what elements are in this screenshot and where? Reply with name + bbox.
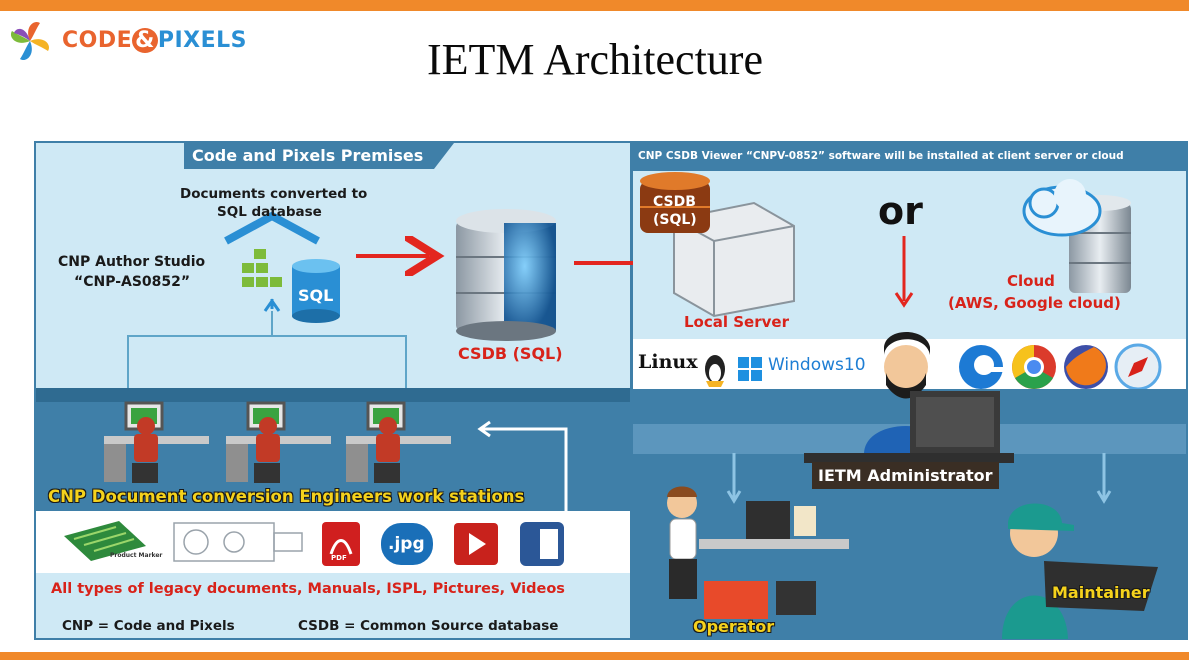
maintainer-label: Maintainer — [1052, 583, 1150, 602]
legend-cnp: CNP = Code and Pixels — [62, 618, 235, 634]
cloud-label-line1: Cloud — [1007, 272, 1055, 290]
page-title: IETM Architecture — [427, 35, 763, 84]
firefox-browser-icon — [1064, 345, 1108, 389]
author-studio-line2: “CNP-AS0852” — [74, 274, 191, 290]
author-studio-line1: CNP Author Studio — [58, 254, 206, 270]
top-accent-bar — [0, 0, 1189, 11]
workstations-label: CNP Document conversion Engineers work s… — [48, 487, 525, 506]
windows-label: Windows10 — [768, 355, 866, 375]
cloud-database-icon — [1022, 179, 1131, 293]
legend-csdb: CSDB = Common Source database — [298, 618, 559, 634]
premises-banner-shape — [184, 143, 454, 169]
server-db-line2: (SQL) — [653, 212, 697, 228]
docs-converted-line2: SQL database — [217, 204, 322, 220]
sql-database-icon — [292, 259, 340, 323]
jpg-icon — [381, 523, 433, 565]
edge-browser-icon — [959, 345, 1004, 389]
linux-label: Linux — [638, 351, 698, 373]
chrome-browser-icon — [1012, 345, 1056, 389]
client-banner: CNP CSDB Viewer “CNPV-0852” software wil… — [638, 150, 1124, 162]
linux-tux-icon — [705, 355, 725, 387]
product-marker-label: Product Marker — [110, 552, 163, 559]
legacy-docs-label: All types of legacy documents, Manuals, … — [51, 581, 565, 597]
windows-logo-icon — [738, 357, 762, 381]
jpg-label: .jpg — [388, 534, 425, 554]
engineer-workstation-3 — [346, 401, 451, 483]
brand-logo: CODE&PIXELS — [4, 16, 247, 66]
premises-banner: Code and Pixels Premises — [192, 146, 424, 165]
engine-drawing-icon — [173, 522, 303, 562]
architecture-diagram: Code and Pixels Premises Documents conve… — [34, 141, 1189, 641]
engineer-workstation-1 — [104, 401, 209, 483]
maintainer-figure — [1002, 503, 1158, 639]
ietm-admin-label: IETM Administrator — [812, 462, 999, 489]
csdb-label: CSDB (SQL) — [458, 344, 563, 363]
warehouse-icon — [224, 211, 320, 291]
logo-wordmark: CODE&PIXELS — [62, 28, 247, 53]
docs-converted-line1: Documents converted to — [180, 186, 368, 202]
operator-label: Operator — [693, 617, 775, 636]
pdf-icon — [322, 522, 360, 566]
safari-browser-icon — [1114, 343, 1162, 391]
bottom-accent-bar — [0, 652, 1189, 660]
engineer-workstation-2 — [226, 401, 331, 483]
client-banner-shape — [633, 143, 1186, 171]
sql-badge: SQL — [298, 286, 334, 305]
server-db-line1: CSDB — [653, 194, 696, 210]
local-server-icon — [640, 172, 795, 318]
operator-figure — [667, 486, 849, 619]
or-label: or — [878, 189, 923, 233]
local-server-label: Local Server — [684, 313, 789, 331]
csdb-server-icon — [456, 209, 556, 341]
ietm-admin-figure — [864, 332, 1000, 453]
pinwheel-logo-icon — [10, 21, 50, 61]
pdf-label: PDF — [331, 554, 347, 562]
cloud-label-line2: (AWS, Google cloud) — [948, 294, 1121, 312]
circuit-board-icon — [64, 521, 146, 561]
legend-panel — [36, 573, 630, 638]
